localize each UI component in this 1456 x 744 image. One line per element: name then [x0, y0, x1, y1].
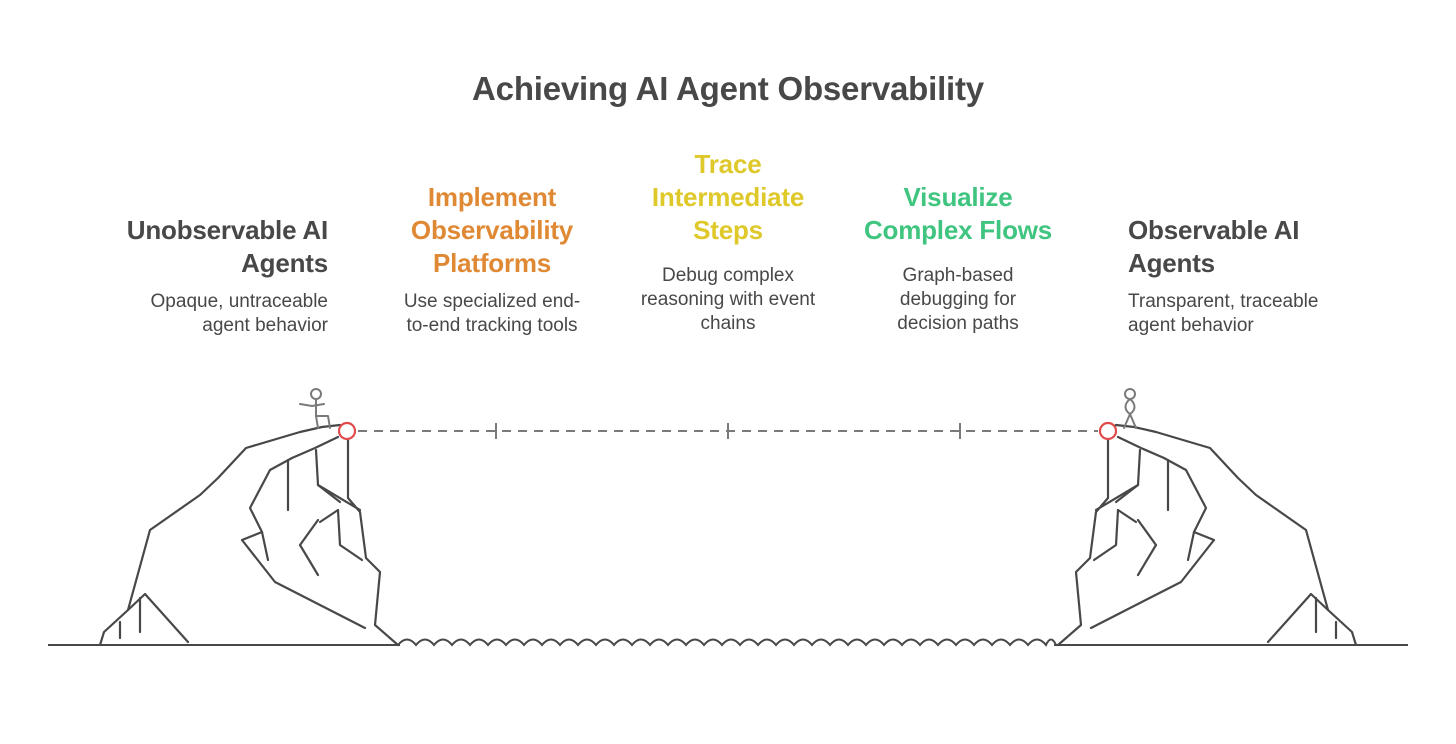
- start-state: Unobservable AI Agents Opaque, untraceab…: [60, 214, 328, 338]
- path-ticks: [495, 423, 961, 439]
- stage-2-desc-line-2: reasoning with event: [640, 289, 816, 310]
- stage-implement-platforms: Implement Observability Platforms Use sp…: [372, 181, 612, 338]
- end-desc-line-2: agent behavior: [1128, 315, 1254, 336]
- stage-1-heading-line-2: Observability: [410, 215, 574, 245]
- start-description: Opaque, untraceable agent behavior: [60, 290, 328, 338]
- start-desc-line-2: agent behavior: [202, 315, 328, 336]
- page-title: Achieving AI Agent Observability: [472, 70, 984, 107]
- stage-1-desc-line-1: Use specialized end-: [403, 291, 581, 312]
- start-heading: Unobservable AI Agents: [60, 214, 328, 280]
- stage-3-heading: Visualize Complex Flows: [842, 181, 1074, 247]
- stage-3-desc-line-2: debugging for: [899, 289, 1017, 310]
- stage-3-desc-line-1: Graph-based: [902, 265, 1014, 286]
- stage-2-heading-line-2: Intermediate: [651, 182, 805, 212]
- start-heading-line-1: Unobservable AI: [126, 215, 328, 245]
- stage-2-description: Debug complex reasoning with event chain…: [612, 264, 844, 336]
- stage-1-desc-line-2: to-end tracking tools: [406, 315, 578, 336]
- stage-1-heading-line-1: Implement: [427, 182, 557, 212]
- stage-2-desc-line-1: Debug complex: [661, 265, 795, 286]
- stage-3-heading-line-2: Complex Flows: [863, 215, 1053, 245]
- water-waves: [397, 638, 1057, 647]
- stage-2-heading-line-3: Steps: [693, 215, 763, 245]
- stage-2-heading-line-1: Trace: [694, 149, 762, 179]
- stage-1-heading: Implement Observability Platforms: [372, 181, 612, 280]
- stage-trace-steps: Trace Intermediate Steps Debug complex r…: [612, 148, 844, 336]
- start-desc-line-1: Opaque, untraceable: [150, 291, 328, 312]
- start-heading-line-2: Agents: [241, 248, 328, 278]
- end-circle-marker-icon: [1098, 421, 1118, 441]
- end-heading-line-1: Observable AI: [1128, 215, 1300, 245]
- stage-2-desc-line-3: chains: [700, 313, 756, 334]
- end-heading-line-2: Agents: [1128, 248, 1215, 278]
- end-desc-line-1: Transparent, traceable: [1128, 291, 1319, 312]
- end-description: Transparent, traceable agent behavior: [1128, 290, 1396, 338]
- right-cliff-icon: [1056, 423, 1358, 647]
- stage-3-heading-line-1: Visualize: [903, 182, 1013, 212]
- stage-1-description: Use specialized end- to-end tracking too…: [372, 290, 612, 338]
- person-standing-icon: [1123, 388, 1137, 429]
- end-heading: Observable AI Agents: [1128, 214, 1396, 280]
- stage-3-desc-line-3: decision paths: [897, 313, 1019, 334]
- stage-visualize-flows: Visualize Complex Flows Graph-based debu…: [842, 181, 1074, 336]
- left-cliff-icon: [98, 423, 400, 647]
- end-state: Observable AI Agents Transparent, tracea…: [1128, 214, 1396, 338]
- person-balancing-icon: [299, 388, 331, 429]
- start-circle-marker-icon: [337, 421, 357, 441]
- stage-3-description: Graph-based debugging for decision paths: [842, 264, 1074, 336]
- stage-1-heading-line-3: Platforms: [432, 248, 552, 278]
- stage-2-heading: Trace Intermediate Steps: [612, 148, 844, 247]
